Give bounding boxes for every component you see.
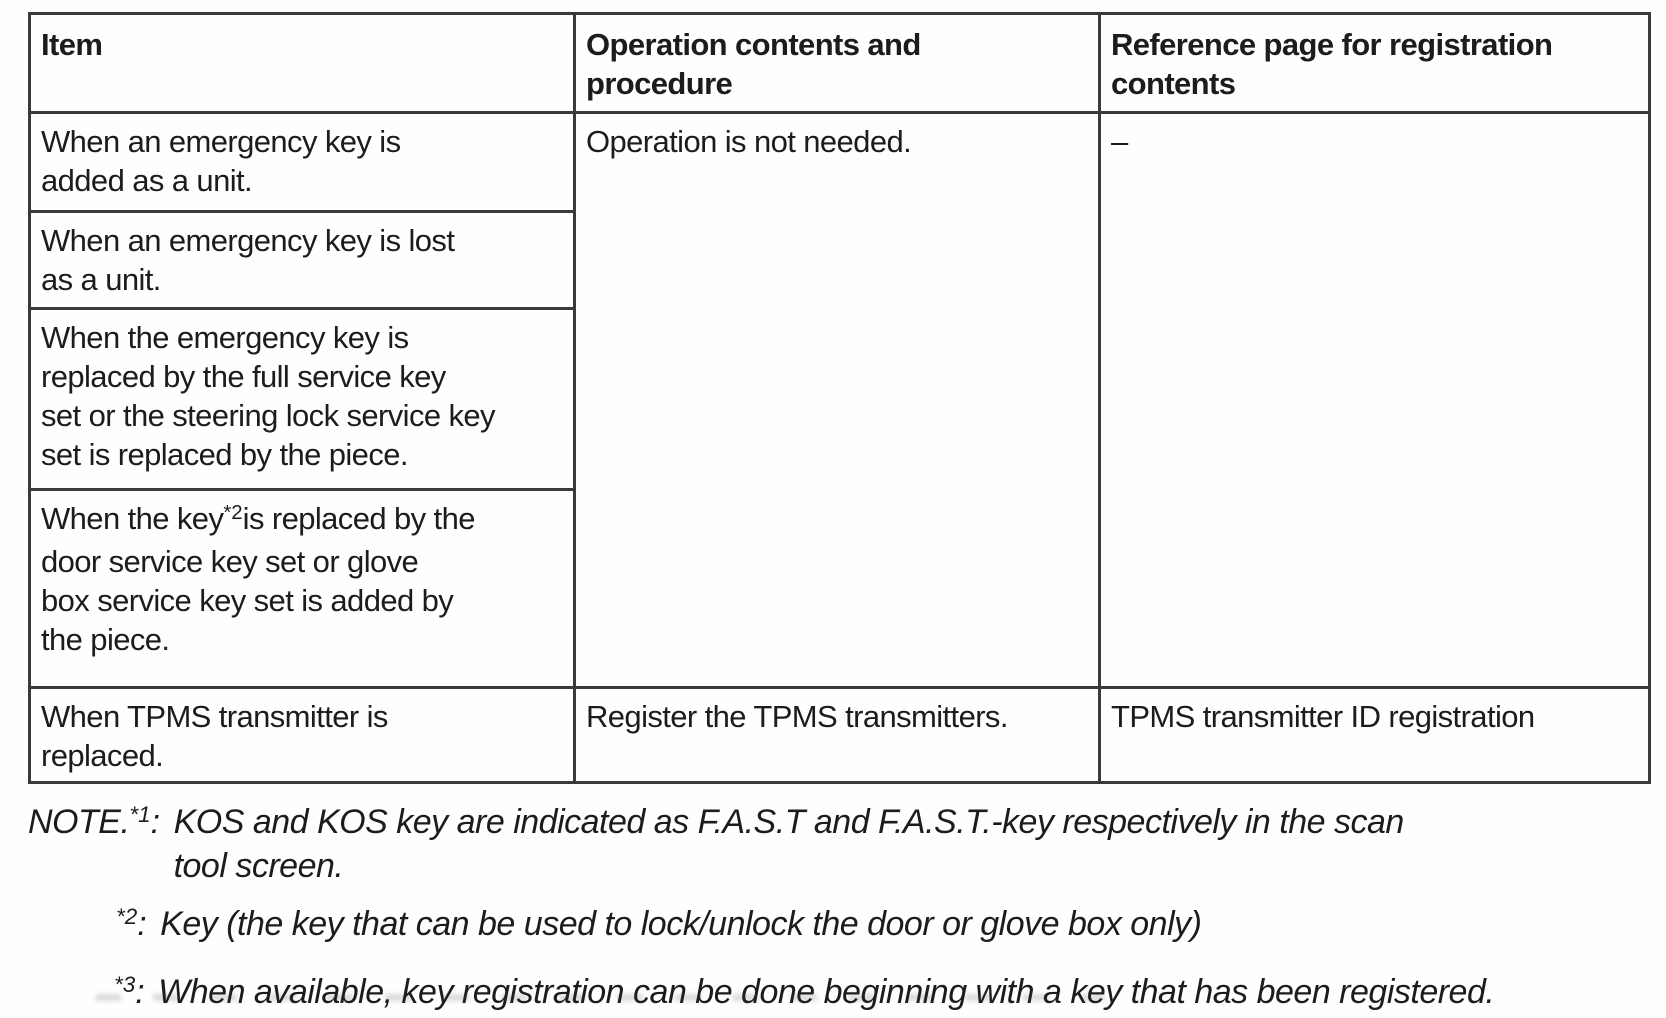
note-3-text: When available, key registration can be … — [158, 973, 1495, 1011]
operation-text: Register the TPMS transmitters. — [586, 699, 1008, 734]
item-text-prefix: When the key — [41, 501, 224, 536]
scan-artifact — [95, 994, 1105, 1001]
footnote-marker-3: *3 — [114, 971, 136, 997]
table-row-tpms: When TPMS transmitter is replaced. Regis… — [28, 686, 1651, 784]
header-item-label: Item — [41, 27, 103, 62]
reference-dash: – — [1111, 124, 1128, 159]
note-3-label: *3: — [114, 970, 145, 1018]
footnote-marker-2: *2 — [116, 903, 138, 929]
note-colon: : — [135, 973, 145, 1011]
footnote-marker-2: *2 — [223, 500, 243, 524]
cell-operation-tpms: Register the TPMS transmitters. — [573, 686, 1101, 784]
footnote-marker-1: *1 — [129, 801, 151, 827]
reference-text: TPMS transmitter ID registration — [1111, 699, 1535, 734]
note-1-text: KOS and KOS key are indicated as F.A.S.T… — [173, 803, 1405, 885]
item-text-suffix: is replaced by the door service key set … — [41, 501, 475, 657]
note-2-text: Key (the key that can be used to lock/un… — [160, 905, 1202, 943]
note-2: *2: Key (the key that can be used to loc… — [28, 902, 1666, 950]
cell-reference-merged: – — [1098, 111, 1651, 689]
header-operation-label: Operation contents and procedure — [586, 27, 921, 101]
cell-item-emergency-added: When an emergency key is added as a unit… — [28, 111, 576, 213]
cell-reference-tpms: TPMS transmitter ID registration — [1098, 686, 1651, 784]
note-colon: : — [137, 905, 147, 943]
note-1: NOTE.*1: KOS and KOS key are indicated a… — [28, 800, 1666, 888]
table-row-key-replaced: When the key*2is replaced by the door se… — [28, 488, 1650, 689]
table-row-emergency-lost: When an emergency key is lost as a unit. — [28, 210, 1650, 310]
cell-item-emergency-replaced: When the emergency key is replaced by th… — [28, 307, 576, 491]
table-row-emergency-replaced: When the emergency key is replaced by th… — [28, 307, 1650, 491]
note-colon: : — [150, 803, 160, 841]
cell-item-emergency-lost: When an emergency key is lost as a unit. — [28, 210, 576, 310]
item-text: When TPMS transmitter is replaced. — [41, 699, 388, 773]
note-label-text: NOTE. — [28, 803, 130, 841]
note-1-label: NOTE.*1: — [28, 800, 160, 848]
key-registration-table: Item Operation contents and procedure Re… — [28, 12, 1651, 784]
item-text: When an emergency key is added as a unit… — [41, 124, 401, 198]
operation-text: Operation is not needed. — [586, 124, 912, 159]
header-reference: Reference page for registration contents — [1098, 12, 1651, 114]
cell-item-key-replaced: When the key*2is replaced by the door se… — [28, 488, 576, 689]
header-operation: Operation contents and procedure — [573, 12, 1101, 114]
note-2-label: *2: — [116, 902, 147, 950]
cell-item-tpms: When TPMS transmitter is replaced. — [28, 686, 576, 784]
table-header-row: Item Operation contents and procedure Re… — [28, 12, 1651, 114]
notes-section: NOTE.*1: KOS and KOS key are indicated a… — [28, 800, 1666, 1018]
cell-operation-merged: Operation is not needed. — [573, 111, 1101, 689]
header-reference-label: Reference page for registration contents — [1111, 27, 1553, 101]
table-row-emergency-added: When an emergency key is added as a unit… — [28, 111, 1651, 689]
item-text: When the emergency key is replaced by th… — [41, 320, 496, 472]
item-text: When an emergency key is lost as a unit. — [41, 223, 455, 297]
header-item: Item — [28, 12, 576, 114]
